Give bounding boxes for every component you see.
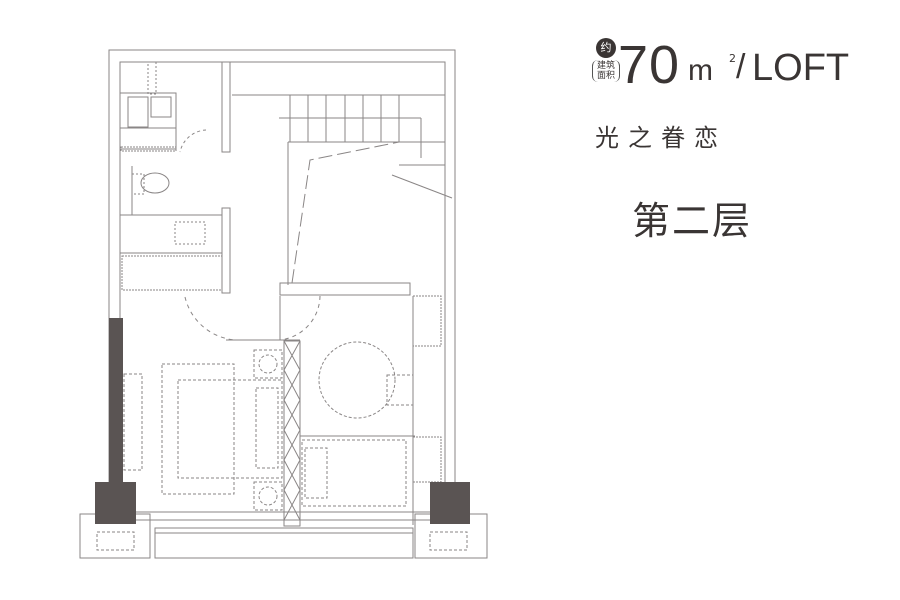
project-name: 光之眷恋 bbox=[595, 124, 727, 152]
inner-wall bbox=[119, 61, 446, 513]
door-swing bbox=[279, 295, 321, 341]
area-unit-superscript: 2 bbox=[729, 52, 736, 65]
staircase bbox=[279, 95, 453, 285]
area-unit: m bbox=[688, 54, 713, 87]
area-value: 70 bbox=[618, 35, 681, 95]
bathroom bbox=[119, 61, 231, 294]
approx-badge: 约 bbox=[596, 38, 616, 58]
outer-wall bbox=[108, 49, 456, 521]
wardrobe-grid bbox=[121, 255, 223, 291]
bed bbox=[123, 349, 283, 511]
study bbox=[301, 341, 414, 507]
unit-type: LOFT bbox=[752, 47, 850, 89]
balcony bbox=[79, 513, 488, 559]
door-swing bbox=[184, 296, 237, 341]
structural-column bbox=[95, 318, 470, 524]
floor-name: 第二层 bbox=[632, 199, 753, 243]
separator: / bbox=[736, 48, 746, 86]
area-label: 建筑面积 bbox=[592, 60, 620, 82]
partition bbox=[283, 340, 301, 527]
